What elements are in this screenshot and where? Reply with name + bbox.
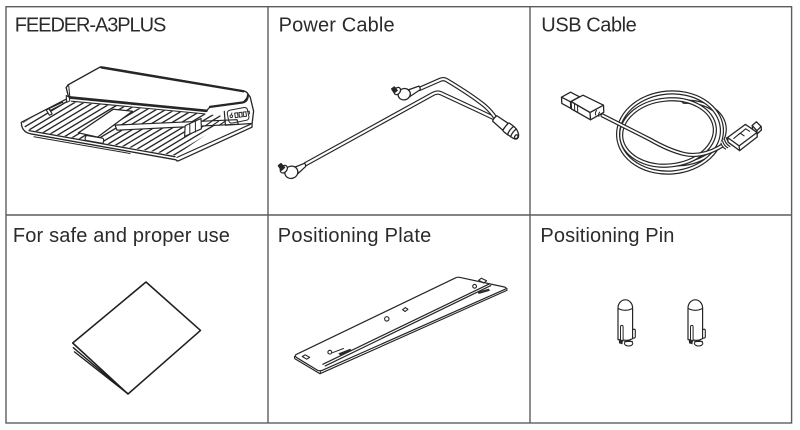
svg-text:For safe and proper use: For safe and proper use	[13, 225, 230, 247]
svg-text:FEEDER-A3PLUS: FEEDER-A3PLUS	[15, 15, 167, 37]
svg-text:USB Cable: USB Cable	[541, 15, 637, 37]
svg-text:Positioning Plate: Positioning Plate	[278, 225, 432, 247]
svg-text:Positioning Pin: Positioning Pin	[540, 225, 674, 247]
svg-text:Power Cable: Power Cable	[279, 15, 395, 37]
